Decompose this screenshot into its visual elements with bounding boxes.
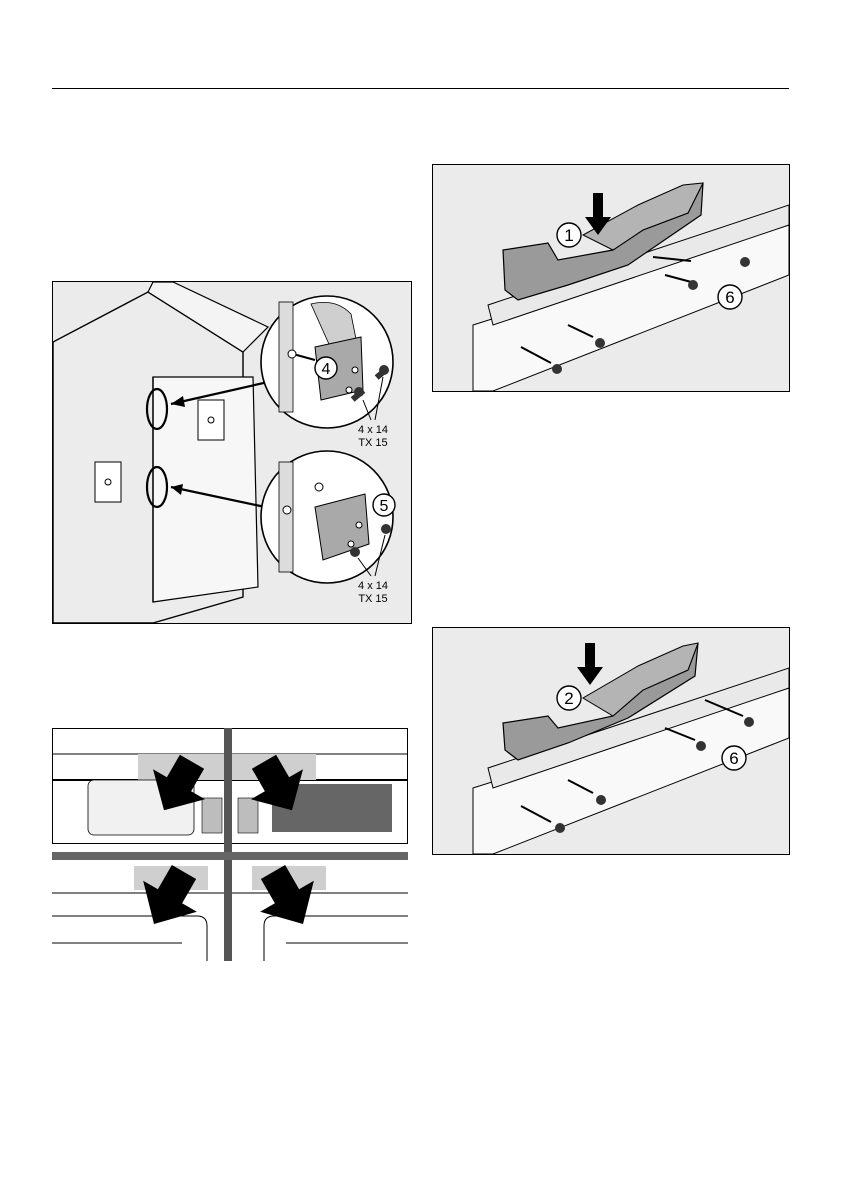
screw-icon xyxy=(350,547,360,557)
callout-6-label: 6 xyxy=(725,288,734,307)
callout-2-label: 2 xyxy=(564,689,573,708)
callout-6-label: 6 xyxy=(729,749,738,768)
callout-1-label: 1 xyxy=(564,226,573,245)
bracket-1-illustration: 1 6 xyxy=(433,165,789,391)
screw-size-label-top: 4 x 14 xyxy=(358,424,388,436)
cabinet-illustration: 4 5 4 x 14 TX 15 4 x 14 TX 15 xyxy=(53,282,411,623)
callout-5-label: 5 xyxy=(380,498,389,515)
panel-left xyxy=(95,462,121,502)
center-divider xyxy=(224,728,232,961)
screw-drive-label-top: TX 15 xyxy=(358,437,387,449)
bracket-2-illustration: 2 6 xyxy=(433,628,789,854)
vents-illustration xyxy=(52,728,408,961)
header-rule xyxy=(52,88,789,89)
screw-size-label-bottom: 4 x 14 xyxy=(358,580,388,592)
figure-cabinet-hinges: 4 5 4 x 14 TX 15 4 x 14 TX 15 xyxy=(52,281,412,624)
figure-bracket-step-2: 2 6 xyxy=(432,627,790,855)
screw-drive-label-bottom: TX 15 xyxy=(358,593,387,605)
callout-4-label: 4 xyxy=(322,361,331,378)
figure-bracket-step-1: 1 6 xyxy=(432,164,790,392)
panel-right xyxy=(198,400,224,440)
figure-vents-arrows xyxy=(52,728,408,961)
screw-icon xyxy=(381,524,391,534)
arrow-down-icon xyxy=(577,643,603,685)
